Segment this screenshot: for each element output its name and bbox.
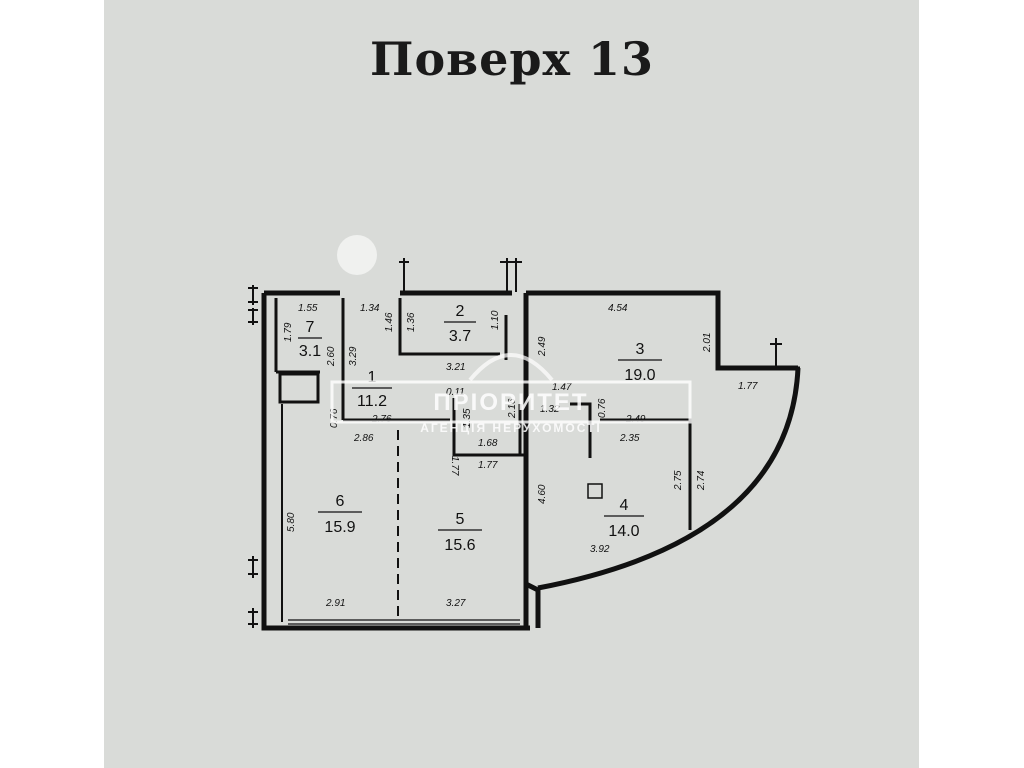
- watermark-frame: [330, 380, 692, 424]
- dim-label: 1.79: [283, 322, 294, 342]
- watermark-arc: [468, 353, 554, 382]
- dim-label: 4.60: [537, 484, 548, 504]
- dim-label: 1.47: [552, 382, 572, 393]
- dim-label: 2.76: [371, 414, 392, 425]
- room-area: 19.0: [624, 367, 655, 384]
- room-number: 3: [636, 341, 645, 358]
- dim-label: 2.16: [507, 398, 518, 419]
- room-area: 15.6: [444, 537, 475, 554]
- room-number: 7: [306, 319, 315, 336]
- dim-label: 2.01: [702, 333, 713, 353]
- room-area: 11.2: [357, 393, 387, 410]
- watermark-tagline: АГЕНЦІЯ НЕРУХОМОСТІ: [420, 421, 602, 435]
- dim-label: 1.77: [449, 456, 460, 476]
- room-number: 6: [336, 493, 345, 510]
- dim-label: 2.60: [326, 346, 337, 367]
- watermark-dot: [337, 235, 377, 275]
- room-area: 3.7: [449, 328, 471, 345]
- watermark-brand: ПРІОРИТЕТ: [433, 389, 588, 416]
- dim-label: 3.21: [446, 362, 465, 373]
- dim-label: 3.27: [446, 598, 466, 609]
- dim-label: 1.32: [540, 404, 560, 415]
- room-number: 1: [368, 369, 377, 386]
- room-5-label: 5 15.6: [438, 511, 482, 554]
- room-number: 2: [456, 303, 465, 320]
- room-7-label: 7 3.1: [298, 319, 322, 360]
- dim-label: 1.55: [298, 303, 318, 314]
- dim-label: 2.49: [537, 336, 548, 357]
- dim-label: 2.91: [325, 598, 345, 609]
- room-4-label: 4 14.0: [604, 497, 644, 540]
- inner-walls: [274, 298, 800, 622]
- room-6-label: 6 15.9: [318, 493, 362, 536]
- fixture-square: [587, 483, 603, 499]
- dim-label: 1.46: [384, 312, 395, 332]
- dimension-labels: 1.55 1.34 1.79 2.60 1.46 1.36 1.10 3.29 …: [283, 303, 758, 609]
- room-number: 5: [456, 511, 465, 528]
- dim-label: 1.77: [738, 381, 758, 392]
- dim-label: 2.75: [673, 470, 684, 491]
- room-area: 3.1: [299, 343, 321, 360]
- dim-label: 2.49: [625, 414, 646, 425]
- dim-label: 1.68: [478, 438, 498, 449]
- dim-label: 1.77: [478, 460, 498, 471]
- bottom-windows: [288, 619, 520, 625]
- room-labels: 7 3.1 2 3.7 3 19.0 1 11.2 6 15.9 5 15.6: [298, 303, 662, 554]
- dim-label: 1.10: [490, 310, 501, 330]
- dim-label: 1.36: [406, 312, 417, 332]
- dim-label: 2.35: [619, 433, 640, 444]
- floor-title: Поверх 13: [370, 32, 654, 86]
- dim-label: 3.92: [590, 544, 610, 555]
- room-number: 4: [620, 497, 629, 514]
- dim-label: 2.74: [696, 470, 707, 491]
- dim-label: 3.29: [348, 346, 359, 366]
- room-1-label: 1 11.2: [352, 369, 392, 410]
- dim-label: 0.76: [597, 398, 608, 418]
- dim-label: 1.34: [360, 303, 380, 314]
- room-2-label: 2 3.7: [444, 303, 476, 345]
- dim-label: 0.11: [446, 387, 465, 398]
- dim-label: 4.54: [608, 303, 628, 314]
- dim-label: 0.76: [329, 408, 340, 428]
- dim-label: 5.80: [286, 512, 297, 532]
- column-markers: [248, 258, 782, 628]
- agency-watermark: ПРІОРИТЕТ АГЕНЦІЯ НЕРУХОМОСТІ: [330, 235, 692, 435]
- room-3-label: 3 19.0: [618, 341, 662, 384]
- plan-paper: [104, 0, 919, 768]
- dim-label: 2.86: [353, 433, 374, 444]
- room-area: 14.0: [608, 523, 639, 540]
- room-area: 15.9: [324, 519, 355, 536]
- dim-label: 1.35: [462, 408, 473, 428]
